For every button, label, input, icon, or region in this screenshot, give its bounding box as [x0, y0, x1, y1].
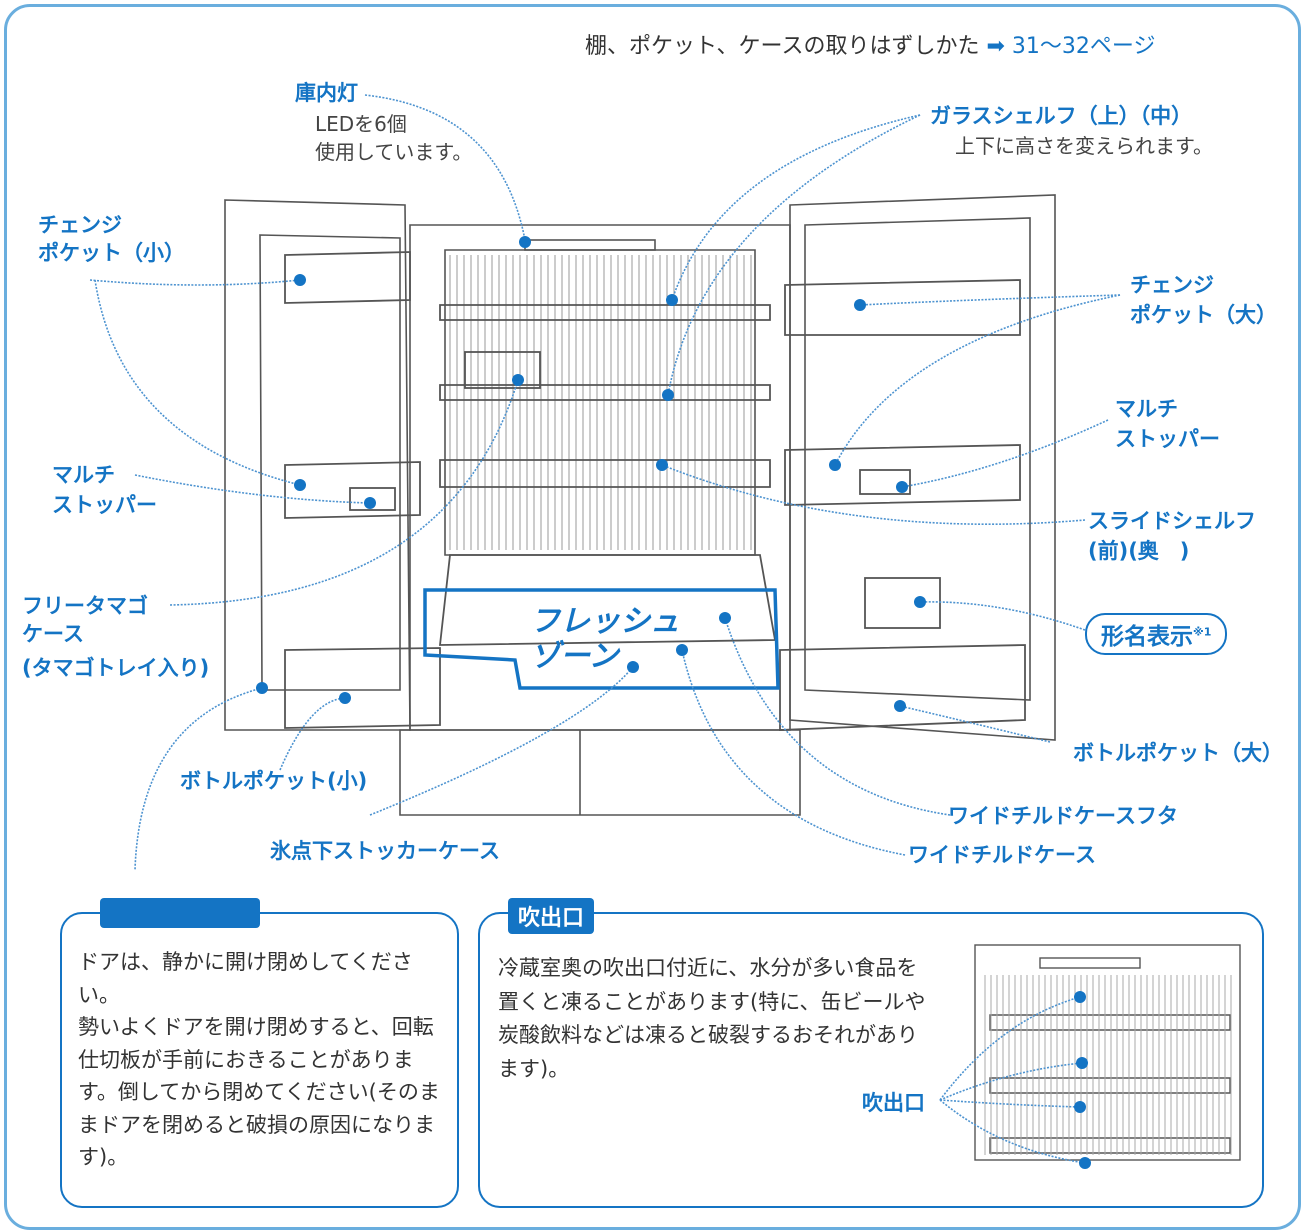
dot-bottle-pocket-large	[894, 700, 906, 712]
label-egg-case-1: フリータマゴ	[22, 593, 148, 619]
change-pocket-large	[785, 280, 1020, 335]
dot-egg-case	[512, 374, 524, 386]
caution-text-1: ドアは、静かに開け閉めしてください。	[78, 946, 448, 1011]
label-multi-stopper-right-2: ストッパー	[1115, 426, 1220, 452]
interior-light-bar	[525, 240, 655, 250]
label-multi-stopper-left-2: ストッパー	[52, 492, 157, 518]
label-multi-stopper-left-1: マルチ	[52, 462, 115, 488]
model-display-text: 形名表示	[1101, 624, 1193, 650]
label-slide-shelf-1: スライドシェルフ	[1088, 508, 1256, 534]
model-display-mark: ※1	[1193, 625, 1211, 638]
label-glass-shelf: ガラスシェルフ（上）（中）	[930, 103, 1192, 129]
label-change-pocket-small-2: ポケット（小）	[38, 240, 185, 266]
note-interior-light-1: LEDを6個	[315, 112, 407, 137]
label-change-pocket-large-2: ポケット（大）	[1130, 302, 1277, 328]
dot-multi-stopper-right-a	[829, 459, 841, 471]
vent-box-title: 吹出口	[508, 898, 594, 934]
label-sub-zero-case: 氷点下ストッカーケース	[270, 838, 500, 864]
caution-box-title	[100, 898, 260, 928]
note-glass-shelf: 上下に高さを変えられます。	[955, 134, 1213, 159]
label-interior-light: 庫内灯	[295, 80, 358, 106]
note-interior-light-2: 使用しています。	[315, 140, 472, 165]
label-change-pocket-small-1: チェンジ	[38, 212, 122, 238]
dot-wide-chilled-case	[676, 644, 688, 656]
caution-text-2: 勢いよくドアを開け閉めすると、回転仕切板が手前におきることがあります。倒してから…	[78, 1011, 448, 1174]
label-multi-stopper-right-1: マルチ	[1115, 396, 1178, 422]
dot-multi-stopper-right-b	[896, 481, 908, 493]
label-egg-case-2: ケース	[22, 621, 84, 647]
dot-change-pocket-small	[294, 274, 306, 286]
caution-box-text: ドアは、静かに開け閉めしてください。 勢いよくドアを開け閉めすると、回転仕切板が…	[78, 946, 448, 1174]
glass-shelf-upper	[440, 305, 770, 320]
removal-reference: 棚、ポケット、ケースの取りはずしかた ➡ 31〜32ページ	[585, 33, 1155, 61]
dot-glass-shelf-upper	[666, 294, 678, 306]
dot-change-pocket-large	[854, 299, 866, 311]
dot-slide-shelf	[656, 459, 668, 471]
label-wide-chilled-lid: ワイドチルドケースフタ	[948, 803, 1178, 829]
vent-box-text: 冷蔵室奥の吹出口付近に、水分が多い食品を置くと凍ることがあります(特に、缶ビール…	[498, 952, 938, 1086]
dot-rotating-partition	[256, 682, 268, 694]
multi-stopper-right-pocket	[785, 445, 1020, 505]
label-egg-case-3: (タマゴトレイ入り)	[22, 655, 209, 681]
bottle-pocket-large	[780, 645, 1025, 730]
dot-glass-shelf-middle	[662, 389, 674, 401]
dot-model-display	[914, 596, 926, 608]
egg-case	[465, 352, 540, 388]
label-bottle-pocket-large: ボトルポケット（大）	[1073, 740, 1283, 766]
model-display-plate	[865, 578, 940, 628]
slide-shelf	[440, 460, 770, 487]
dot-wide-chilled-lid	[719, 612, 731, 624]
label-wide-chilled-case: ワイドチルドケース	[908, 842, 1096, 868]
label-fresh-zone-2: ゾーン	[530, 638, 619, 676]
dot-sub-zero-case	[627, 661, 639, 673]
label-slide-shelf-2: (前)(奥 )	[1088, 538, 1189, 564]
label-change-pocket-large-1: チェンジ	[1130, 272, 1214, 298]
dot-multi-stopper-left-a	[294, 479, 306, 491]
label-model-display: 形名表示※1	[1085, 613, 1227, 655]
label-bottle-pocket-small: ボトルポケット(小)	[180, 768, 367, 794]
bottle-pocket-small	[285, 648, 440, 728]
dot-interior-light	[519, 236, 531, 248]
removal-reference-link[interactable]: ➡ 31〜32ページ	[986, 34, 1155, 59]
dot-multi-stopper-left-b	[364, 497, 376, 509]
label-fresh-zone-1: フレッシュ	[530, 603, 680, 641]
removal-reference-text: 棚、ポケット、ケースの取りはずしかた	[585, 34, 979, 59]
vent-label: 吹出口	[862, 1090, 925, 1116]
dot-bottle-pocket-small	[339, 692, 351, 704]
